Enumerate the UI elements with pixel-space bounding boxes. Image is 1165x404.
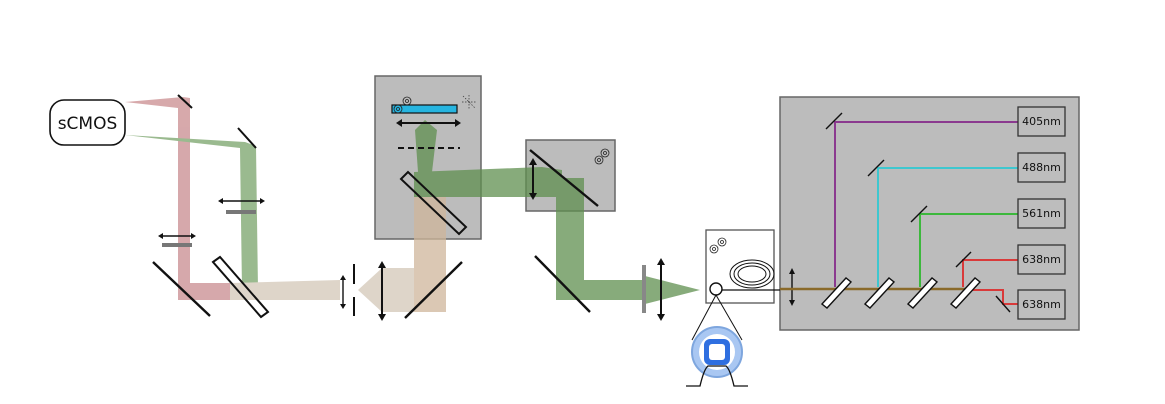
- dichroic-plate-scanner: [399, 170, 468, 236]
- focus-cone-left: [358, 268, 382, 312]
- gear-icon: [709, 237, 727, 254]
- laser-box-638-b: [1017, 289, 1066, 320]
- dichroic-mirror: [529, 149, 599, 207]
- fiber-coil-icon: [729, 259, 775, 289]
- laser-sources: 405nm 488nm 561nm 638nm 638nm: [1017, 106, 1066, 320]
- camera-body: [49, 99, 126, 146]
- combined-beam-horizontal: [230, 280, 340, 300]
- mirror-638-a: [955, 251, 972, 268]
- filter-excitation: [642, 265, 646, 313]
- red-emission-beam-horizontal: [178, 283, 245, 300]
- laser-box-405: [1017, 106, 1066, 137]
- red-emission-beam: [125, 97, 190, 290]
- dichroic-plate-left: [211, 255, 270, 319]
- gear-icon: [594, 148, 610, 165]
- beam-488: [877, 167, 1018, 287]
- fiber-core-inner: [709, 344, 725, 360]
- beam-638-b: [963, 289, 1018, 305]
- mirror-488: [867, 159, 885, 177]
- mirror-561: [910, 205, 928, 223]
- laser-box-488: [1017, 152, 1066, 183]
- scanner-blue-element: [391, 104, 458, 114]
- combined-beam-vertical: [414, 175, 446, 312]
- camera-label: sCMOS: [58, 114, 118, 134]
- excitation-beam-horizontal: [414, 167, 562, 197]
- mirror-bottom-left: [152, 261, 211, 317]
- mirror-green-top: [237, 127, 257, 149]
- combiner-dichroics: [820, 277, 982, 309]
- beam-405: [834, 121, 1018, 287]
- beam-paths: [125, 97, 700, 312]
- scanner-beam: [415, 120, 437, 172]
- mirror-638-b: [995, 295, 1011, 313]
- dichroic-plates: [211, 170, 468, 319]
- excitation-beam-cone: [645, 276, 700, 304]
- adjust-arrows: [158, 119, 795, 321]
- laser-label-561: 561nm: [1022, 207, 1061, 220]
- laser-label-405: 405nm: [1022, 115, 1061, 128]
- gear-icon: [393, 96, 412, 114]
- filter-green: [226, 210, 256, 214]
- axes-icon: [462, 95, 476, 109]
- mirror-bottom-center: [404, 261, 463, 319]
- beam-561: [919, 213, 1018, 287]
- laser-label-638-b: 638nm: [1022, 298, 1061, 311]
- fiber-cross-section-inset: [686, 294, 748, 387]
- mirror-bottom-right: [534, 255, 591, 313]
- fiber-connector: [709, 282, 723, 296]
- dichroic-combiner-4: [949, 277, 982, 309]
- laser-box-561: [1017, 198, 1066, 229]
- dichroic-combiner-1: [820, 277, 853, 309]
- laser-beams: [834, 121, 1018, 305]
- green-emission-beam: [125, 135, 258, 290]
- filter-red: [162, 243, 192, 247]
- mirror-405: [825, 112, 843, 130]
- laser-label-488: 488nm: [1022, 161, 1061, 174]
- excitation-beam-horizontal-2: [565, 280, 645, 300]
- combined-beam-vertical-tint: [414, 175, 446, 312]
- laser-box-638-a: [1017, 244, 1066, 275]
- mirrors: [152, 94, 599, 319]
- dichroic-combiner-2: [863, 277, 896, 309]
- dichroic-combiner-3: [906, 277, 939, 309]
- excitation-beam-vertical: [556, 178, 584, 300]
- beam-profile-curve: [686, 365, 748, 387]
- mirror-red-top: [177, 94, 193, 109]
- combiner-mirrors: [825, 112, 1011, 313]
- laser-label-638-a: 638nm: [1022, 253, 1061, 266]
